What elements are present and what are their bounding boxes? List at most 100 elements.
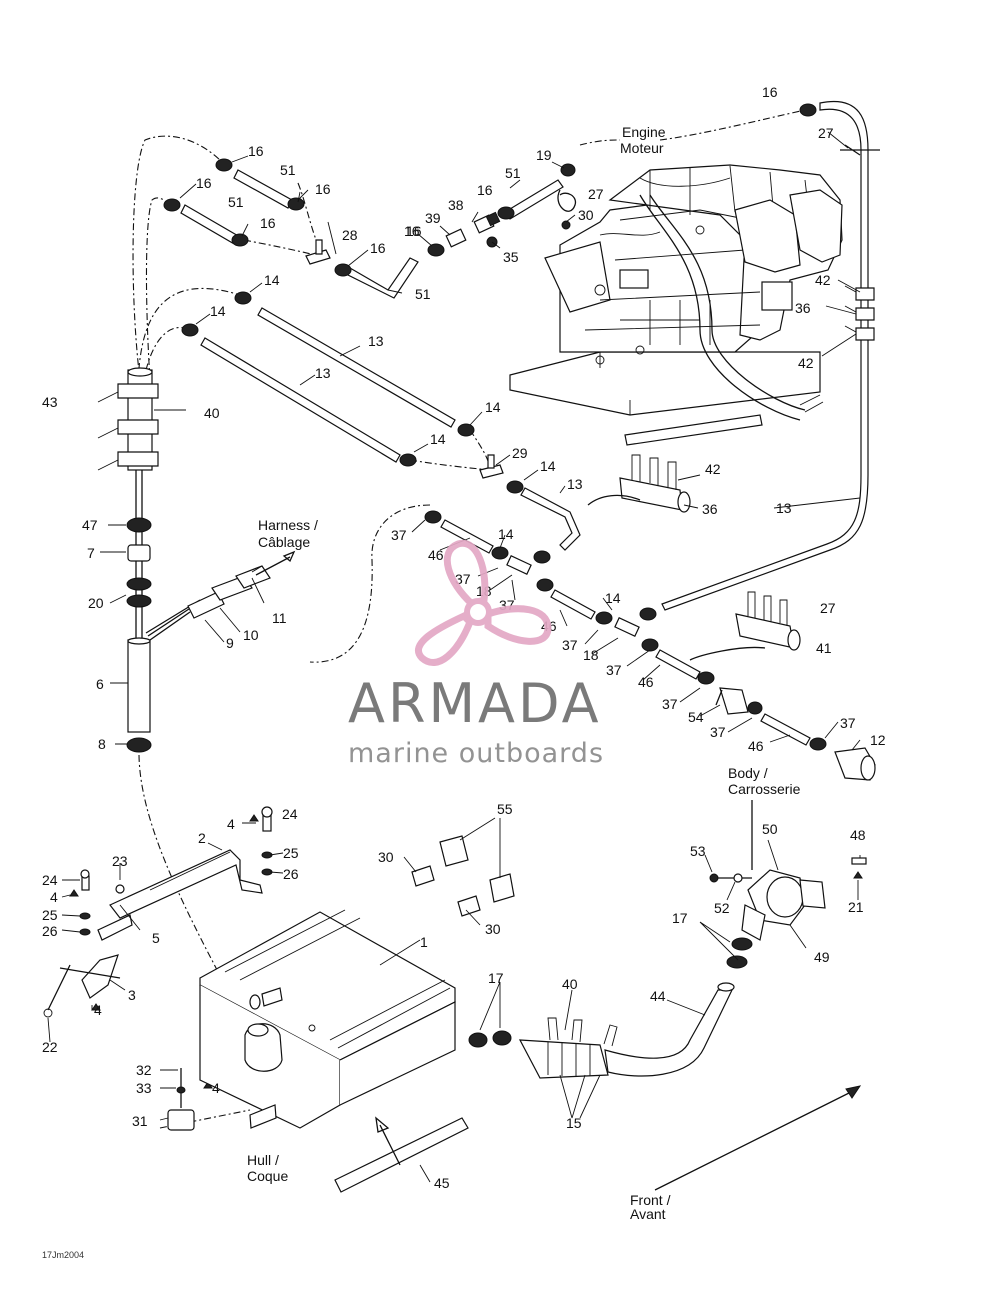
callout: 16 — [477, 182, 493, 198]
label-avant: Avant — [630, 1206, 666, 1222]
callout: 51 — [505, 165, 521, 181]
callout: 40 — [562, 976, 578, 992]
callout: 31 — [132, 1113, 148, 1129]
callout: 28 — [342, 227, 358, 243]
label-moteur: Moteur — [620, 140, 664, 156]
callout: 32 — [136, 1062, 152, 1078]
callout: 14 — [485, 399, 501, 415]
callout: 16 — [248, 143, 264, 159]
callout: 16 — [315, 181, 331, 197]
callout: 33 — [136, 1080, 152, 1096]
callout: 55 — [497, 801, 513, 817]
callout: 25 — [283, 845, 299, 861]
callout: 3 — [128, 987, 136, 1003]
callout: 52 — [714, 900, 730, 916]
callout: 26 — [42, 923, 58, 939]
callout: 8 — [98, 736, 106, 752]
callout: 51 — [228, 194, 244, 210]
watermark-brand: ARMADA — [348, 672, 602, 735]
fuel-pickup-assembly — [97, 367, 296, 1101]
callout: 36 — [795, 300, 811, 316]
callout: 2 — [198, 830, 206, 846]
callout: 43 — [42, 394, 58, 410]
callout: 14 — [540, 458, 556, 474]
callout: 42 — [815, 272, 831, 288]
callout: 20 — [88, 595, 104, 611]
label-cablage: Câblage — [258, 534, 310, 550]
callout: 45 — [434, 1175, 450, 1191]
callout: 30 — [378, 849, 394, 865]
callout: 40 — [204, 405, 220, 421]
callout: 11 — [272, 610, 287, 626]
sender-parts — [167, 1068, 195, 1131]
callout: 14 — [605, 590, 621, 606]
callout: 29 — [512, 445, 528, 461]
callout: 16 — [370, 240, 386, 256]
drawing-code: 17Jm2004 — [42, 1250, 84, 1260]
callout: 51 — [415, 286, 431, 302]
callout: 16 — [762, 84, 778, 100]
callout: 16 — [260, 215, 276, 231]
callout: 35 — [503, 249, 519, 265]
callout: 5 — [152, 930, 160, 946]
callout: 22 — [42, 1039, 58, 1055]
callout: 39 — [425, 210, 441, 226]
callout: 4 — [227, 816, 235, 832]
callout: 4 — [50, 889, 58, 905]
callout: 13 — [368, 333, 384, 349]
callout: 17 — [488, 970, 504, 986]
callout: 24 — [282, 806, 298, 822]
callout: 16 — [196, 175, 212, 191]
callout: 36 — [702, 501, 718, 517]
armada-watermark: ARMADA marine outboards — [348, 539, 604, 769]
clamp-sets — [587, 454, 801, 661]
callout: 14 — [430, 431, 446, 447]
label-body: Body / — [728, 765, 768, 781]
support-strip-45 — [334, 1116, 469, 1193]
callout: 17 — [672, 910, 688, 926]
fuel-tank — [159, 909, 456, 1129]
callout: 46 — [428, 547, 444, 563]
label-carrosserie: Carrosserie — [728, 781, 801, 797]
callout: 18 — [583, 647, 599, 663]
callout: 37 — [662, 696, 678, 712]
callout: 44 — [650, 988, 666, 1004]
callout: 19 — [536, 147, 552, 163]
callout: 30 — [578, 207, 594, 223]
callout: 30 — [485, 921, 501, 937]
callout: 25 — [42, 907, 58, 923]
callout: 51 — [280, 162, 296, 178]
watermark-tagline: marine outboards — [348, 738, 604, 769]
callout: 27 — [820, 600, 836, 616]
label-front: Front / — [630, 1192, 671, 1208]
label-hull: Hull / — [247, 1152, 279, 1168]
callout: 1 — [420, 934, 428, 950]
callout: 27 — [588, 186, 604, 202]
text-labels: Engine Moteur Harness / Câblage Body / C… — [42, 124, 801, 1260]
callout: 37 — [606, 662, 622, 678]
label-engine: Engine — [622, 124, 666, 140]
callout: 21 — [848, 899, 864, 915]
filler-neck — [468, 800, 867, 1079]
label-harness: Harness / — [258, 517, 318, 533]
callout: 23 — [112, 853, 128, 869]
callout: 26 — [283, 866, 299, 882]
callout: 37 — [710, 724, 726, 740]
hose-network-top — [132, 100, 880, 663]
callout: 37 — [562, 637, 578, 653]
callout: 50 — [762, 821, 778, 837]
callout: 54 — [688, 709, 704, 725]
callout: 41 — [816, 640, 832, 656]
callout: 12 — [870, 732, 886, 748]
callout: 42 — [798, 355, 814, 371]
callout: 16 — [404, 223, 420, 239]
callout: 53 — [690, 843, 706, 859]
bracket-assembly — [43, 806, 273, 1089]
callout: 38 — [448, 197, 464, 213]
leader-lines — [47, 131, 861, 1183]
callout: 24 — [42, 872, 58, 888]
callout: 48 — [850, 827, 866, 843]
callout: 27 — [818, 125, 834, 141]
callout: 46 — [638, 674, 654, 690]
